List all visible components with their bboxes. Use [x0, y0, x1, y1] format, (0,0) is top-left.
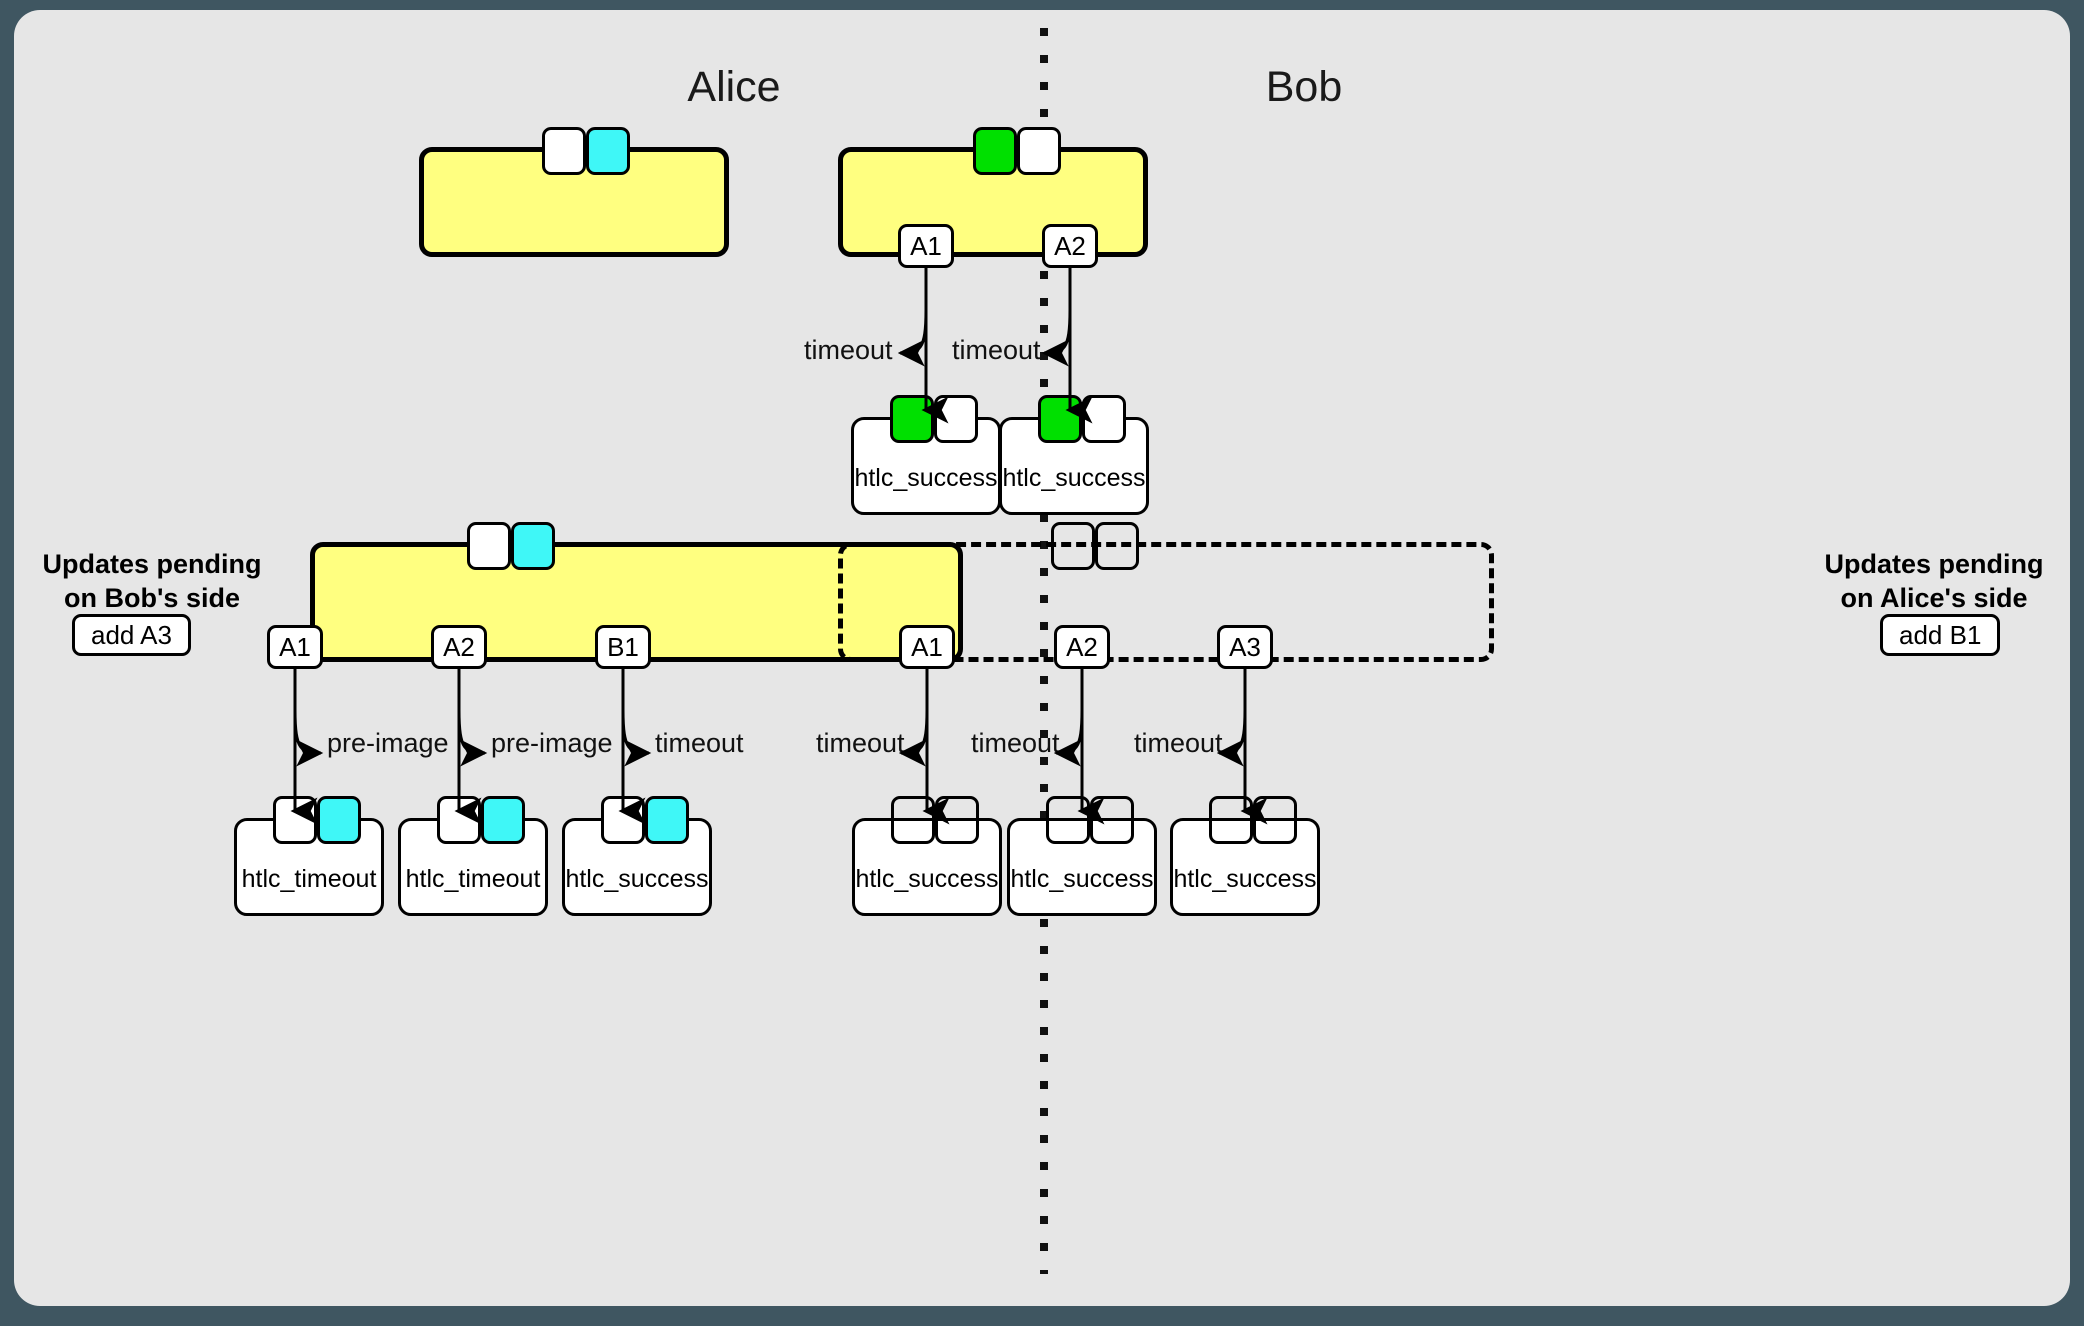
pending-right-item-0[interactable]: add B1: [1880, 614, 2001, 656]
alice-bottom-leaf-1-outputs: [437, 796, 525, 844]
output-square-a[interactable]: [1046, 796, 1090, 844]
party-divider: [1040, 28, 1048, 1274]
bob-top-commitment[interactable]: [838, 127, 1148, 257]
bob-bottom-leaf-0-label: htlc_success: [855, 865, 999, 893]
wire-alice-bottom-b1-timeout: [621, 709, 652, 767]
output-square-to-local[interactable]: [467, 522, 511, 570]
bob-top-leaf-1[interactable]: htlc_success: [999, 395, 1149, 515]
bob-bottom-outputs: [1051, 522, 1139, 570]
alice-bottom-edge-label-2: timeout: [655, 728, 744, 758]
bob-bottom-htlc-tab-a1[interactable]: A1: [899, 625, 955, 669]
alice-bottom-htlc-tab-a2[interactable]: A2: [431, 625, 487, 669]
bob-top-edge-label-1: timeout: [952, 335, 1041, 365]
alice-top-outputs: [542, 127, 630, 175]
output-square-to-remote[interactable]: [1017, 127, 1061, 175]
alice-top-commitment[interactable]: [419, 127, 729, 257]
pending-right-title: Updates pending on Alice's side: [1824, 549, 2044, 613]
bob-bottom-leaf-1[interactable]: htlc_success: [1007, 796, 1157, 916]
bob-top-leaf-1-label: htlc_success: [1002, 464, 1146, 492]
alice-bottom-edge-label-0: pre-image: [327, 728, 449, 758]
bob-bottom-leaf-1-outputs: [1046, 796, 1134, 844]
bob-bottom-htlc-tab-a2[interactable]: A2: [1054, 625, 1110, 669]
output-square-to-remote[interactable]: [1095, 522, 1139, 570]
bob-top-htlc-tab-a1[interactable]: A1: [898, 224, 954, 268]
alice-bottom-leaf-0-outputs: [273, 796, 361, 844]
bob-bottom-htlc-tab-a3[interactable]: A3: [1217, 625, 1273, 669]
output-square-to-local[interactable]: [973, 127, 1017, 175]
bob-bottom-leaf-2-label: htlc_success: [1173, 865, 1317, 893]
output-square-b[interactable]: [935, 796, 979, 844]
alice-bottom-leaf-0-label: htlc_timeout: [241, 865, 377, 893]
output-square-to-remote[interactable]: [511, 522, 555, 570]
alice-bottom-leaf-2-label: htlc_success: [565, 865, 709, 893]
bob-bottom-leaf-1-label: htlc_success: [1010, 865, 1154, 893]
bob-bottom-leaf-0-outputs: [891, 796, 979, 844]
bob-top-leaf-0-label: htlc_success: [854, 464, 998, 492]
output-square-b[interactable]: [317, 796, 361, 844]
output-square-b[interactable]: [645, 796, 689, 844]
party-title-alice: Alice: [687, 63, 781, 111]
output-square-to-remote[interactable]: [586, 127, 630, 175]
party-title-bob: Bob: [1265, 63, 1343, 111]
output-square-a[interactable]: [891, 796, 935, 844]
diagram-canvas: Alice Bob A1 A2 timeout timeout htlc_suc…: [14, 10, 2070, 1306]
bob-bottom-leaf-0[interactable]: htlc_success: [852, 796, 1002, 916]
alice-bottom-outputs: [467, 522, 555, 570]
output-square-a[interactable]: [1038, 395, 1082, 443]
bob-top-outputs: [973, 127, 1061, 175]
output-square-b[interactable]: [934, 395, 978, 443]
output-square-a[interactable]: [601, 796, 645, 844]
wire-alice-bottom-a1-preimage: [293, 709, 324, 767]
alice-bottom-leaf-2[interactable]: htlc_success: [562, 796, 712, 916]
output-square-a[interactable]: [273, 796, 317, 844]
alice-bottom-leaf-0[interactable]: htlc_timeout: [234, 796, 384, 916]
bob-bottom-edge-label-0: timeout: [816, 728, 905, 758]
bob-top-leaf-0[interactable]: htlc_success: [851, 395, 1001, 515]
output-square-b[interactable]: [1253, 796, 1297, 844]
alice-bottom-htlc-tab-a1[interactable]: A1: [267, 625, 323, 669]
wire-bob-top-a1-timeout: [897, 309, 928, 367]
output-square-b[interactable]: [481, 796, 525, 844]
output-square-to-local[interactable]: [542, 127, 586, 175]
bob-top-leaf-0-outputs: [890, 395, 978, 443]
output-square-to-local[interactable]: [1051, 522, 1095, 570]
pending-left-item-0[interactable]: add A3: [72, 614, 191, 656]
alice-bottom-leaf-1-label: htlc_timeout: [405, 865, 541, 893]
alice-bottom-htlc-tab-b1[interactable]: B1: [595, 625, 651, 669]
pending-left-title: Updates pending on Bob's side: [42, 549, 262, 613]
bob-top-edge-label-0: timeout: [804, 335, 893, 365]
bob-top-htlc-tab-a2[interactable]: A2: [1042, 224, 1098, 268]
alice-bottom-leaf-1[interactable]: htlc_timeout: [398, 796, 548, 916]
alice-bottom-leaf-2-outputs: [601, 796, 689, 844]
alice-bottom-edge-label-1: pre-image: [491, 728, 613, 758]
output-square-a[interactable]: [890, 395, 934, 443]
bob-bottom-leaf-2[interactable]: htlc_success: [1170, 796, 1320, 916]
bob-top-leaf-1-outputs: [1038, 395, 1126, 443]
bob-bottom-edge-label-1: timeout: [971, 728, 1060, 758]
output-square-b[interactable]: [1090, 796, 1134, 844]
output-square-a[interactable]: [1209, 796, 1253, 844]
bob-bottom-leaf-2-outputs: [1209, 796, 1297, 844]
bob-bottom-edge-label-2: timeout: [1134, 728, 1223, 758]
wire-alice-bottom-a2-preimage: [457, 709, 488, 767]
bob-bottom-commitment[interactable]: [838, 522, 1494, 662]
output-square-b[interactable]: [1082, 395, 1126, 443]
output-square-a[interactable]: [437, 796, 481, 844]
